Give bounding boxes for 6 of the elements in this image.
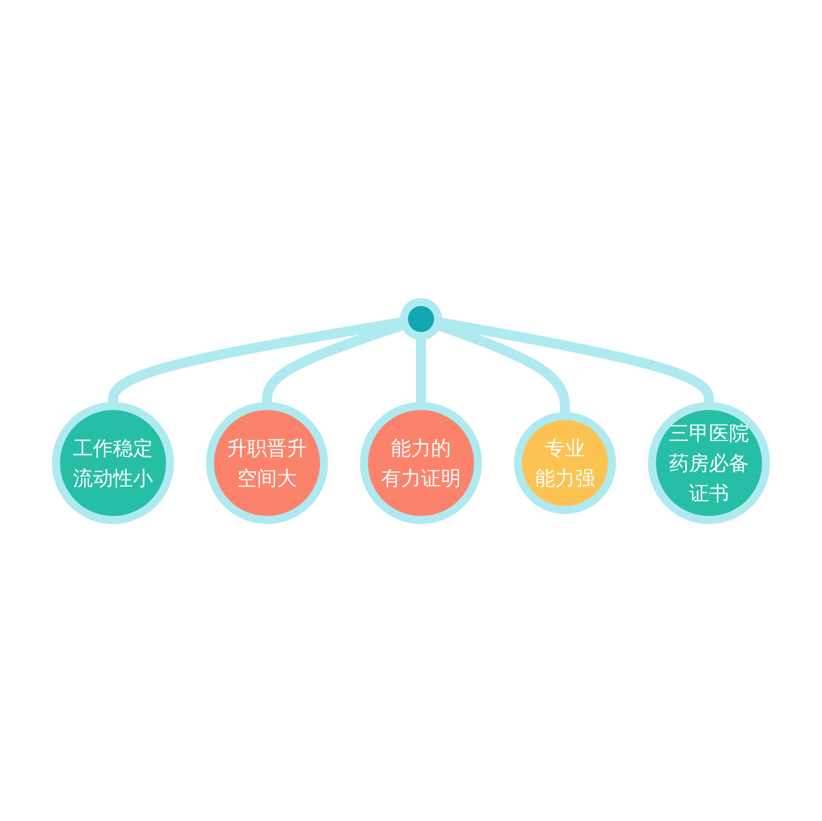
node-circle: 专业能力强 xyxy=(514,412,616,514)
node-circle xyxy=(400,298,442,340)
node-circle: 能力的有力证明 xyxy=(360,402,482,524)
node-circle: 三甲医院药房必备证书 xyxy=(648,402,770,524)
node-circle: 工作稳定流动性小 xyxy=(52,402,174,524)
node-circle: 升职晋升空间大 xyxy=(206,402,328,524)
